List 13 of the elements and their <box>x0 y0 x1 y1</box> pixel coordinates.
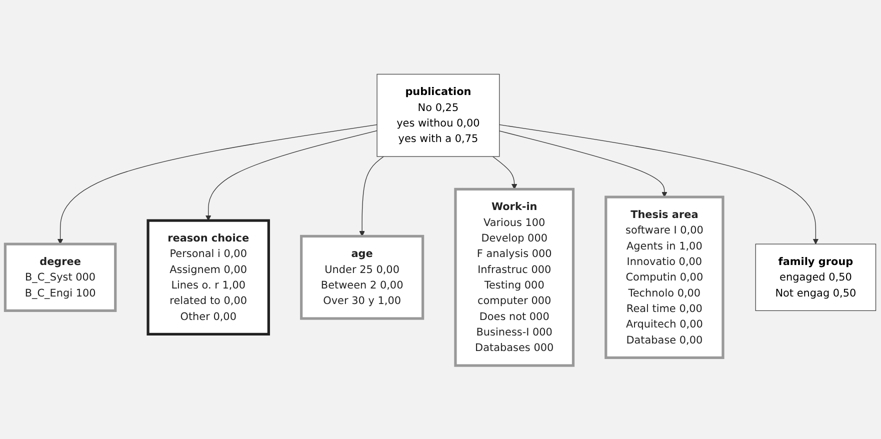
node-box: family group engaged 0,50 Not engag 0,50 <box>755 243 876 311</box>
node-box: age Under 25 0,00 Between 2 0,00 Over 30 y 1,00 <box>300 234 424 320</box>
node-box: reason choice Personal i 0,00 Assignem 0,00 Lines o. r 1,00 related to 0,00 Other 0,00 <box>146 218 270 336</box>
arrow <box>499 130 668 197</box>
arrow <box>359 156 384 236</box>
arrow <box>492 156 518 190</box>
node-box: publication No 0,25 yes withou 0,00 yes with a 0,75 <box>376 74 500 156</box>
arrow <box>57 124 378 244</box>
arrow <box>205 130 378 220</box>
node-box: degree B_C_Syst 000 B_C_Engi 100 <box>4 242 117 312</box>
node-box: Thesis area software I 0,00 Agents in 1,00 Innovatio 0,00 Computin 0,00 Technolo 0,00 Real time 0,00 Arquitech 0,00 Database 0,00 <box>604 195 724 359</box>
arrow <box>499 124 819 244</box>
node-box: Work-in Various 100 Develop 000 F analysis 000 Infrastruc 000 Testing 000 computer 000 Does not 000 Business-I 000 Databases 000 <box>454 187 575 366</box>
